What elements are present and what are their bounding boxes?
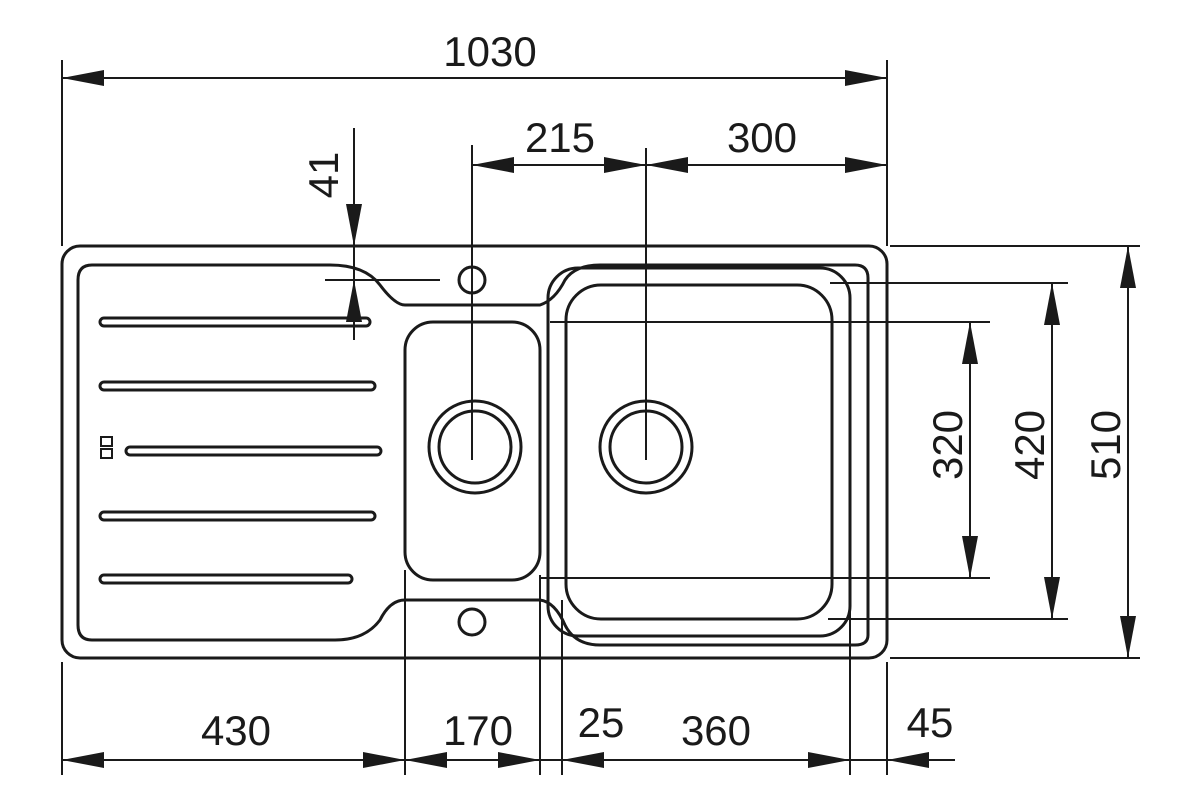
drainer-grooves	[98, 316, 383, 585]
dim-height-bowl: 420	[1006, 410, 1053, 480]
main-bowl-inner-edge	[564, 283, 834, 621]
dim-top-margin: 41	[300, 152, 347, 199]
drainer-groove	[98, 510, 377, 522]
dim-main-bowl-offset: 300	[727, 114, 797, 161]
waste-button-top	[100, 436, 113, 447]
overflow-hole	[457, 607, 487, 637]
small-bowl-drain-inner	[437, 409, 513, 485]
drainer-groove	[98, 316, 372, 328]
dim-height-inner: 320	[924, 410, 971, 480]
drainer-groove	[124, 445, 383, 457]
dim-tap-offset: 215	[525, 114, 595, 161]
small-bowl-drain-outer	[427, 399, 523, 495]
dim-gap-width: 25	[578, 699, 625, 746]
dimension-lines	[62, 70, 1136, 768]
dim-drainer-width: 430	[201, 707, 271, 754]
drainer-groove	[98, 573, 354, 585]
sink-inner-rim	[76, 263, 870, 647]
dim-overall-width: 1030	[443, 28, 536, 75]
waste-button-bottom	[100, 448, 113, 459]
dim-right-margin: 45	[907, 699, 954, 746]
dim-overall-height: 510	[1082, 410, 1129, 480]
drainer-groove	[98, 380, 377, 392]
extension-lines	[61, 60, 1140, 775]
dim-small-bowl-width: 170	[443, 707, 513, 754]
main-bowl-outer-edge	[546, 266, 852, 638]
dimension-labels: 1030 215 300 41 320 420 510 430 170 25 3…	[201, 28, 1129, 754]
dim-main-bowl-width: 360	[681, 707, 751, 754]
sink-outline	[60, 244, 889, 660]
main-bowl	[546, 266, 852, 638]
sink-outer-edge	[60, 244, 889, 660]
